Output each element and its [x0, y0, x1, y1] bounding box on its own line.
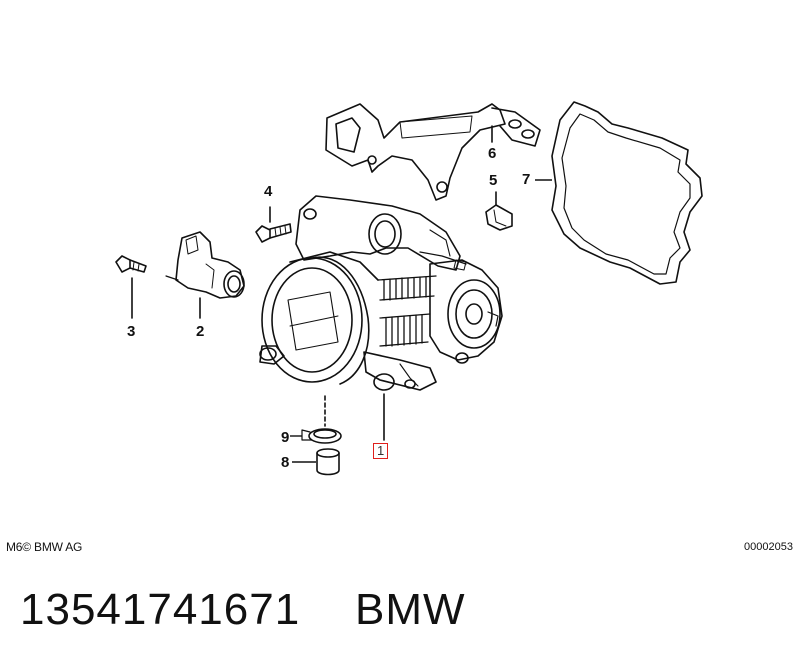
- throttle-body-part-1: [259, 195, 503, 441]
- gasket-part-7: [551, 101, 703, 285]
- bracket-part-6: [325, 103, 541, 201]
- hose-clamp-part-9: [301, 395, 342, 444]
- brand-caption: BMW: [355, 585, 466, 634]
- callout-3: 3: [127, 323, 136, 340]
- copyright-notice: M6© BMW AG: [6, 540, 83, 554]
- screw-part-4: [255, 206, 292, 243]
- return-spring-lower: [379, 313, 431, 347]
- return-spring-upper: [377, 275, 437, 301]
- clip-part-5: [485, 191, 513, 231]
- exploded-parts-diagram: [115, 101, 703, 476]
- hose-sleeve-part-8: [316, 448, 340, 476]
- callout-6: 6: [488, 145, 497, 162]
- sensor-part-2: [165, 231, 245, 319]
- document-number: 00002053: [744, 541, 793, 553]
- part-number-caption: 13541741671: [20, 585, 301, 634]
- screw-part-3: [115, 255, 147, 319]
- callout-5: 5: [489, 172, 498, 189]
- callout-7: 7: [522, 171, 531, 188]
- callout-9: 9: [281, 429, 290, 446]
- callout-1-highlighted: 1: [373, 443, 389, 459]
- callout-4: 4: [264, 183, 273, 200]
- callout-8: 8: [281, 454, 290, 471]
- callout-2: 2: [196, 323, 205, 340]
